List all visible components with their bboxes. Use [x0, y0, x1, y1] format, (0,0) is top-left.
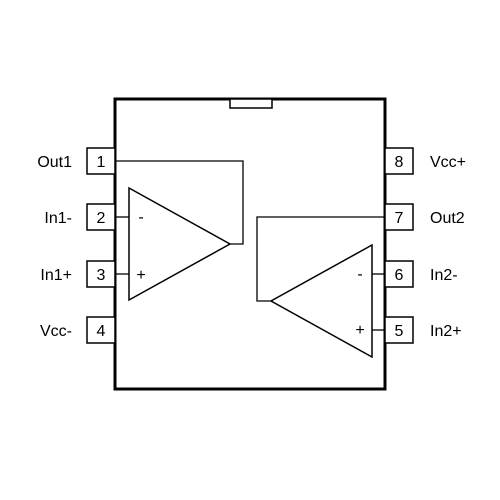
pin-label-vcc-plus: Vcc+ [430, 154, 466, 171]
opamp-2-output-wire [256, 216, 385, 302]
pin-box [86, 203, 116, 231]
opamp-2-minus-sign: - [357, 266, 362, 283]
pin-label-out2: Out2 [430, 210, 465, 227]
pin-4: 4 Vcc- [40, 316, 116, 344]
opamp-2: - + [256, 216, 385, 359]
pin-number: 1 [97, 154, 106, 171]
pin-label-in1-plus: In1+ [40, 267, 72, 284]
pin-label-in2-minus: In2- [430, 267, 458, 284]
opamp-1-minus-sign: - [138, 209, 143, 226]
pin-1: 1 Out1 [37, 147, 116, 175]
package-notch [229, 98, 273, 109]
pin-number: 8 [395, 154, 404, 171]
pin-box [86, 316, 116, 344]
pin-5: 5 In2+ [384, 316, 462, 344]
opamp-1-plus-sign: + [136, 267, 145, 284]
pin-box [86, 147, 116, 175]
pin-number: 6 [395, 267, 404, 284]
opamp-2-triangle [269, 243, 373, 359]
pin-number: 5 [395, 323, 404, 340]
opamp-2-plus-sign: + [355, 322, 364, 339]
pin-6: 6 In2- [384, 260, 458, 288]
pin-3: 3 In1+ [40, 260, 116, 288]
pin-label-in1-minus: In1- [44, 210, 72, 227]
pin-2: 2 In1- [44, 203, 116, 231]
opamp-1: - + [115, 160, 244, 302]
pin-label-in2-plus: In2+ [430, 323, 462, 340]
pin-7: 7 Out2 [384, 203, 465, 231]
pin-number: 2 [97, 210, 106, 227]
pin-number: 3 [97, 267, 106, 284]
opamp-1-triangle [128, 186, 232, 302]
opamp-1-output-wire [115, 160, 244, 245]
pin-label-vcc-minus: Vcc- [40, 323, 72, 340]
pin-number: 4 [97, 323, 106, 340]
pin-number: 7 [395, 210, 404, 227]
pin-box [384, 147, 414, 175]
pin-label-out1: Out1 [37, 154, 72, 171]
pin-8: 8 Vcc+ [384, 147, 466, 175]
pin-box [384, 203, 414, 231]
